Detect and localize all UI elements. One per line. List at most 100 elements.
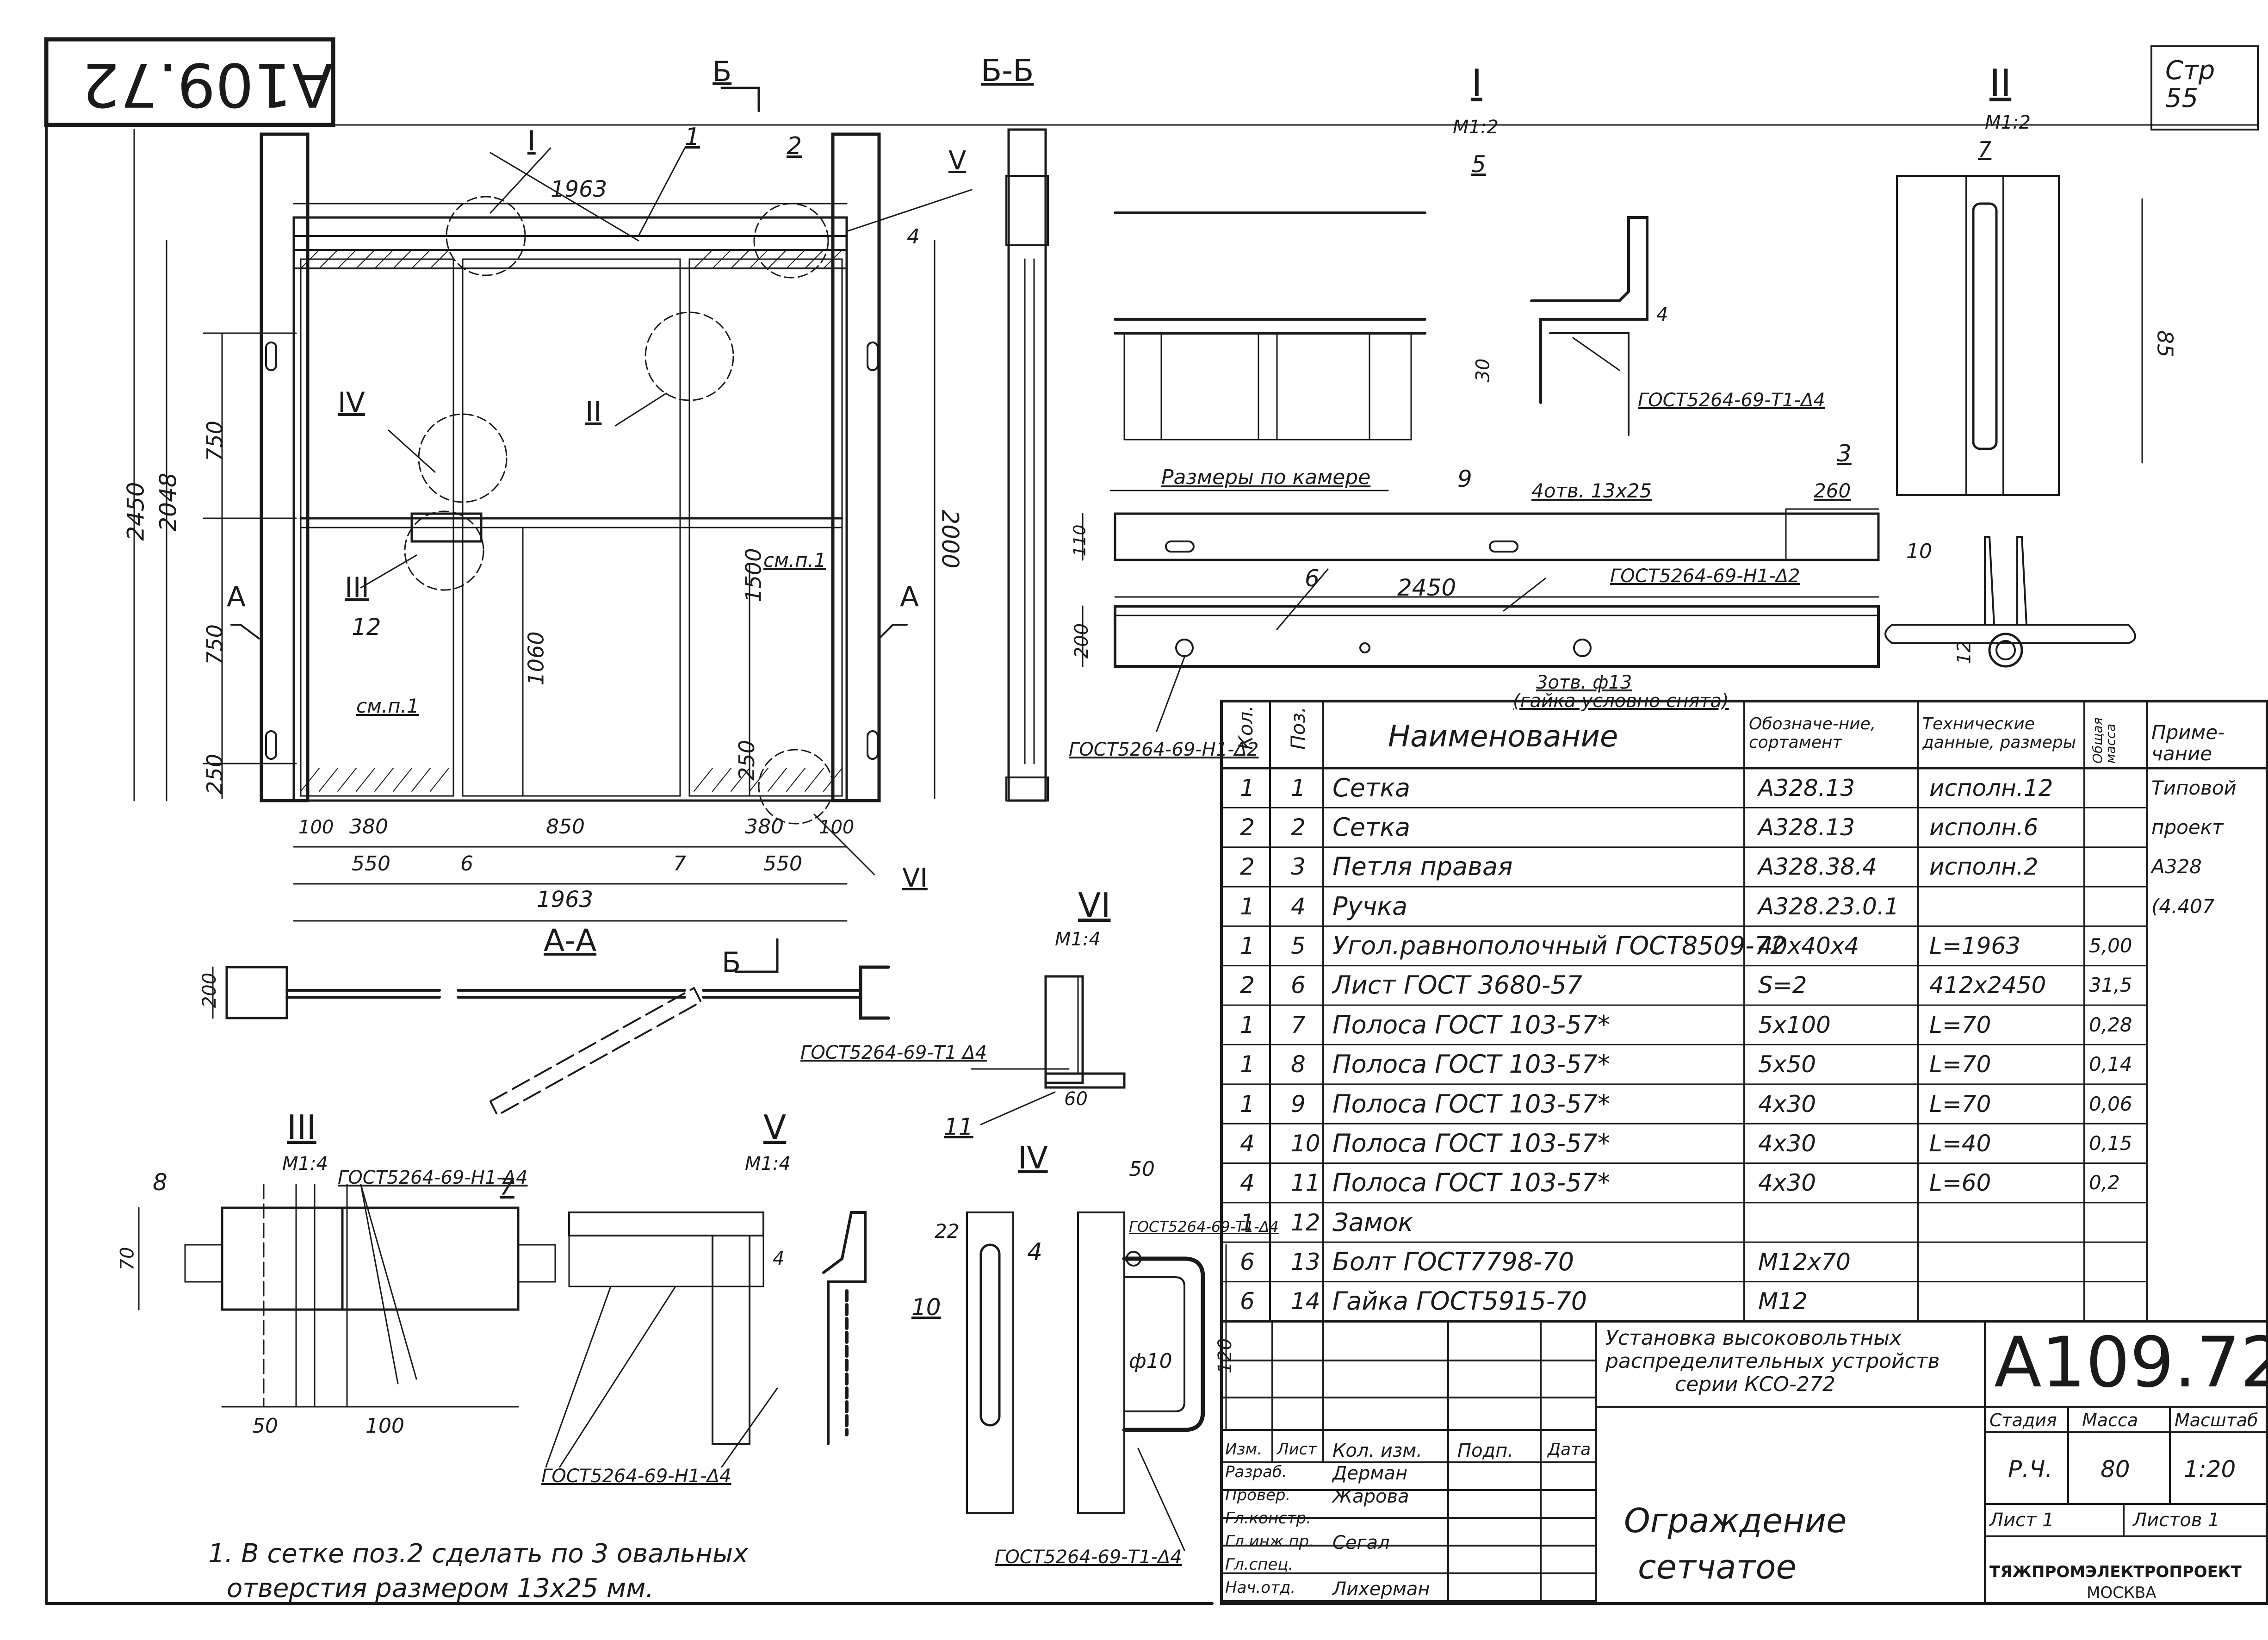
gost-V: ГОСТ5264-69-Н1-Δ4 [541,1466,731,1487]
dim-10: 10 [1906,540,1932,563]
header-name: Наименование [1388,720,1618,754]
spec-cell-tech: L=70 [1929,1051,1991,1078]
dim-250-b: 250 [734,740,759,781]
dim-1963-top: 1963 [551,176,607,202]
role-name: Лихерман [1332,1578,1430,1600]
org-name: ТЯЖПРОМЭЛЕКТРОПРОЕКТ [1989,1563,2242,1581]
dim-60: 60 [1064,1088,1088,1110]
role-label: Провер. [1225,1486,1291,1504]
dim-4-c: 4 [773,1248,785,1269]
spec-cell-tech: L=1963 [1929,932,2020,960]
note-line-2: отверстия размером 13х25 мм. [227,1573,654,1603]
dim-50-b: 50 [1129,1157,1155,1181]
detail-V-title: V [763,1108,787,1147]
dim-750-b: 750 [202,624,227,665]
spec-cell-oboz: А328.38.4 [1758,853,1877,881]
dim-750-a: 750 [202,421,227,461]
spec-cell-mass: 0,15 [2089,1131,2132,1155]
scale-value: 1:20 [2184,1456,2236,1483]
spec-cell-oboz: 5х100 [1758,1011,1831,1038]
role-label: Нач.отд. [1225,1578,1296,1597]
callout-pos-2: 2 [787,132,802,160]
spec-cell-kol: 1 [1240,1209,1255,1236]
role-label: Гл.спец. [1225,1555,1294,1574]
spec-cell-tech: L=60 [1929,1169,1991,1197]
detail-II-view [1884,175,2143,668]
spec-cell-poz: 7 [1291,1011,1306,1038]
spec-cell-name: Полоса ГОСТ 103-57* [1332,1168,1610,1198]
dim-850: 850 [546,815,585,839]
callout-pos-4: 4 [1027,1238,1043,1266]
spec-cell-oboz: А328.13 [1758,814,1855,841]
role-name: Жарова [1332,1486,1409,1507]
gost-III: ГОСТ5264-69-Н1-Δ4 [338,1167,528,1188]
callout-roman-IV: IV [338,386,365,419]
front-view [133,129,973,922]
dim-110: 110 [1070,524,1090,557]
spec-cell-tech: 412х2450 [1929,972,2046,999]
spec-cell-oboz: S=2 [1758,972,1807,999]
dim-50-a: 50 [252,1414,278,1438]
role-label: Разраб. [1225,1463,1287,1481]
dim-2000: 2000 [936,509,964,569]
spec-cell-kol: 6 [1240,1288,1255,1315]
mass-value: 80 [2101,1456,2130,1483]
spec-cell-prim: (4.407 [2151,895,2215,918]
spec-cell-name: Ручка [1332,891,1408,921]
annot-otv: 4отв. 13х25 [1531,479,1652,502]
spec-cell-poz: 14 [1291,1288,1320,1315]
section-aa-title: А-А [544,923,597,958]
spec-cell-name: Лист ГОСТ 3680-57 [1332,970,1583,1000]
spec-cell-tech: исполн.2 [1929,853,2039,881]
project-title-line-1: Установка высоковольтных [1605,1326,1902,1350]
col-list: Лист [1277,1440,1317,1459]
callout-roman-III: III [345,572,370,604]
gost-mid: ГОСТ5264-69-Н1-Δ2 [1610,565,1800,587]
spec-cell-kol: 2 [1240,853,1255,881]
callout-roman-II: II [585,396,602,428]
spec-cell-oboz: 40х40х4 [1758,932,1859,960]
spec-cell-kol: 2 [1240,814,1255,841]
detail-II-scale: М1:2 [1985,112,2031,133]
dim-4-b: 4 [1656,304,1668,325]
detail-VI-title: VI [1078,886,1111,925]
spec-cell-name: Полоса ГОСТ 103-57* [1332,1128,1610,1158]
spec-cell-oboz: А328.13 [1758,774,1855,801]
spec-cell-name: Петля правая [1332,852,1513,882]
callout-roman-I: I [527,125,536,157]
spec-cell-name: Гайка ГОСТ5915-70 [1332,1286,1587,1316]
callout-pos-1: 1 [685,123,700,151]
spec-cell-poz: 4 [1291,893,1306,920]
detail-III-scale: М1:4 [282,1153,328,1174]
callout-roman-V: V [948,146,967,176]
dim-4-a: 4 [907,225,920,248]
detail-III-view [138,1184,556,1408]
callout-roman-VI: VI [902,863,928,893]
page-corner-label: Стр [2165,56,2215,86]
spec-cell-kol: 2 [1240,972,1255,999]
spec-cell-oboz: 5х50 [1758,1051,1816,1078]
section-a-a [212,938,890,1117]
dim-260: 260 [1814,479,1851,502]
spec-cell-poz: 9 [1291,1090,1306,1118]
drawing-name-line-1: Ограждение [1624,1501,1847,1540]
callout-pos-11: 11 [944,1113,973,1140]
dim-phi10: ф10 [1129,1349,1172,1373]
dim-12: 12 [1953,640,1975,665]
col-podp: Подп. [1457,1440,1514,1461]
spec-cell-poz: 11 [1291,1169,1320,1197]
spec-cell-kol: 4 [1240,1169,1255,1197]
spec-cell-oboz: 4х30 [1758,1090,1816,1118]
gost-left: ГОСТ5264-69-Н1-Δ2 [1069,739,1259,760]
section-bb-title: Б-Б [981,53,1034,88]
dim-30: 30 [1472,358,1494,382]
spec-cell-kol: 1 [1240,893,1255,920]
col-izm: Изм. [1225,1440,1262,1459]
col-kol-izm: Кол. изм. [1332,1440,1423,1461]
callout-pos-6b: 6 [1305,565,1320,592]
spec-cell-mass: 31,5 [2089,974,2132,997]
spec-cell-oboz: М12х70 [1758,1248,1851,1275]
section-b-b [720,87,1049,802]
callout-pos-8: 8 [153,1169,167,1196]
detail-I-title: I [1471,62,1482,105]
